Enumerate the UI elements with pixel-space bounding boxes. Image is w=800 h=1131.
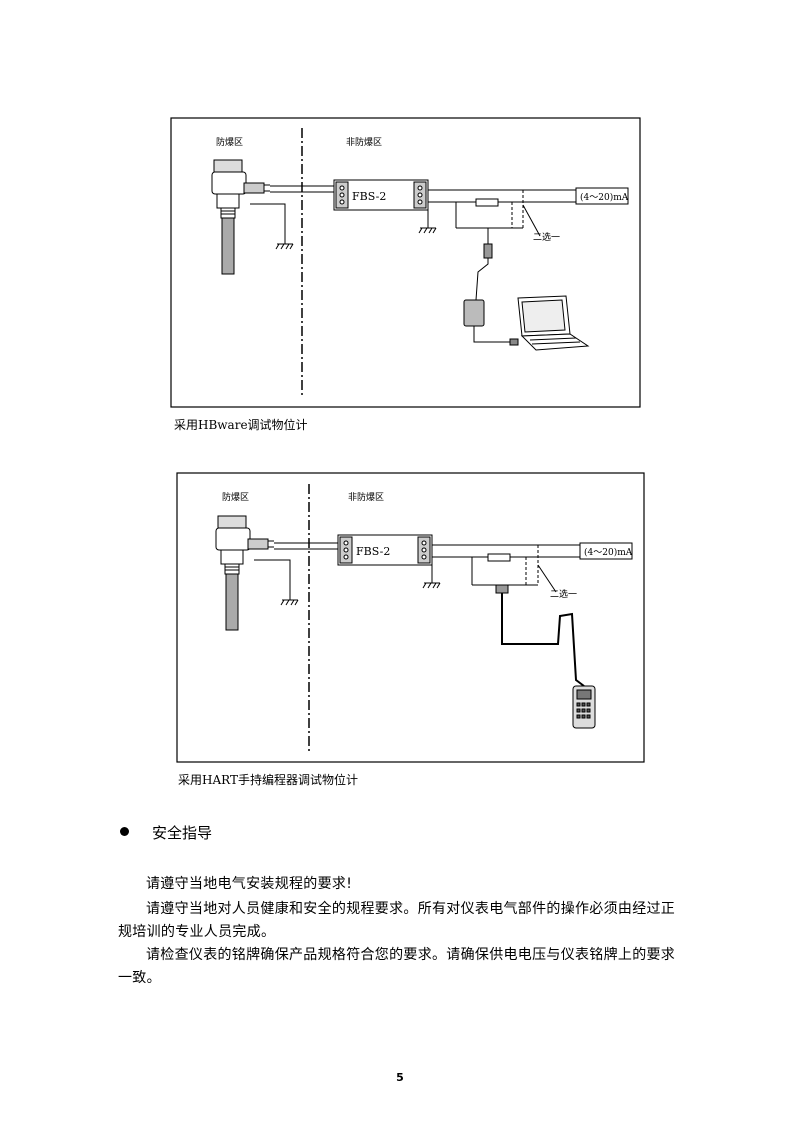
output-label: (4～20)mA	[580, 192, 629, 203]
figure-frame	[170, 117, 641, 408]
zone-label-non-explosion-proof: 非防爆区	[346, 136, 382, 148]
laptop-icon	[517, 295, 590, 351]
usb-plug-icon	[509, 338, 519, 346]
barrier-label: FBS-2	[356, 545, 390, 558]
hart-modem-icon	[463, 299, 485, 327]
resistor-icon	[487, 553, 511, 562]
ground-icon	[275, 243, 294, 250]
zone-label-non-explosion-proof: 非防爆区	[348, 491, 384, 503]
safety-paragraph: 请遵守当地电气安装规程的要求!	[146, 876, 353, 892]
resistor-icon	[475, 198, 499, 207]
section-title: 安全指导	[152, 824, 213, 842]
clip-connector-icon	[483, 243, 493, 259]
option-note: 二选一	[533, 231, 560, 243]
output-box	[579, 542, 633, 560]
hart-handheld-icon	[572, 685, 596, 729]
figure-frame	[176, 472, 645, 763]
zone-label-explosion-proof: 防爆区	[222, 491, 249, 503]
clip-connector-icon	[495, 584, 509, 594]
barrier-label: FBS-2	[352, 190, 386, 203]
figure1-caption: 采用HBware调试物位计	[174, 418, 308, 432]
safety-paragraph: 请检查仪表的铭牌确保产品规格符合您的要求。请确保供电电压与仪表铭牌上的要求一致。	[118, 947, 676, 986]
ground-icon	[280, 599, 299, 606]
figure-hbware: 防爆区 非防爆区 FBS-2 (4～20)mA 二选一	[170, 117, 641, 408]
ground-icon	[418, 227, 437, 234]
page-number: 5	[396, 1071, 404, 1084]
level-sensor-icon	[211, 159, 271, 275]
output-box	[575, 187, 629, 205]
figure-hart-handheld: 防爆区 非防爆区 FBS-2 (4～20)mA 二选一	[176, 472, 645, 763]
safety-paragraph: 请遵守当地对人员健康和安全的规程要求。所有对仪表电气部件的操作必须由经过正规培训…	[118, 901, 676, 940]
figure2-caption: 采用HART手持编程器调试物位计	[178, 773, 358, 787]
output-label: (4～20)mA	[584, 547, 633, 558]
ground-icon	[422, 582, 441, 589]
zone-label-explosion-proof: 防爆区	[216, 136, 243, 148]
level-sensor-icon	[215, 515, 275, 631]
option-note: 二选一	[550, 588, 577, 600]
bullet-icon	[120, 827, 129, 836]
